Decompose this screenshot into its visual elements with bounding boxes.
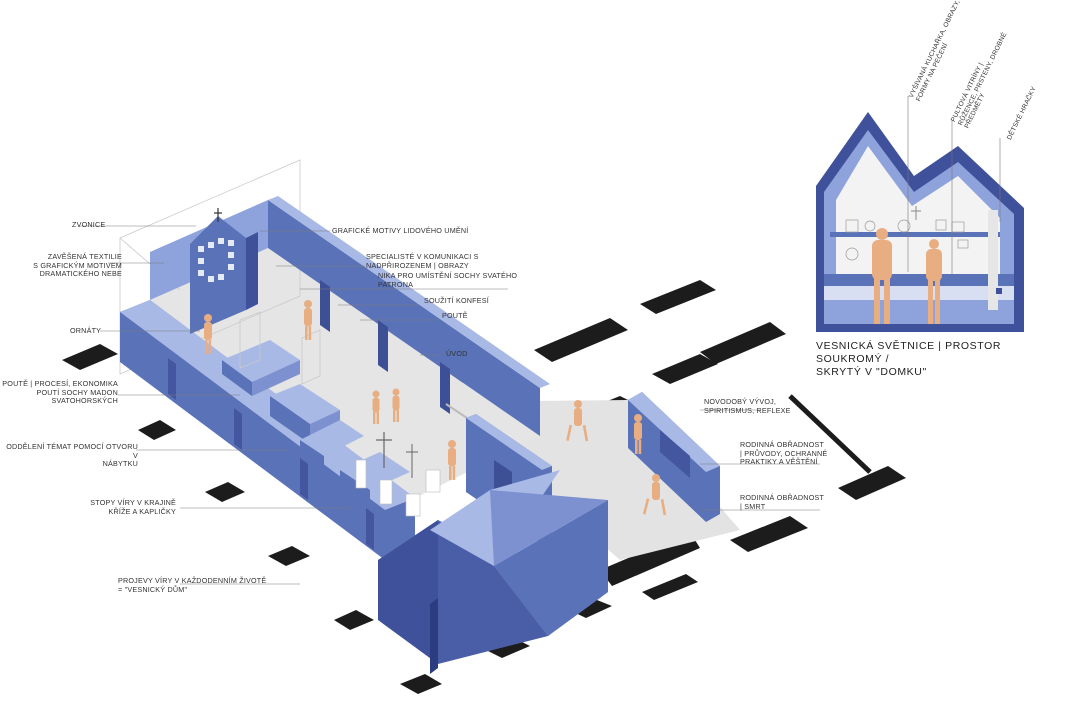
parlour-caption: VESNICKÁ SVĚTNICE | PROSTOR SOUKROMÝ / S…	[816, 340, 1002, 378]
hall-floor	[150, 248, 540, 498]
label-oddeleni: ODDĚLENÍ TÉMAT POMOCÍ OTVORU V NÁBYTKU	[6, 442, 138, 469]
label-zvonice: ZVONICE	[72, 220, 106, 229]
label-projevy: PROJEVY VÍRY V KAŽDODENNÍM ŽIVOTĚ = "VES…	[118, 576, 267, 594]
label-rodinna2: RODINNÁ OBŘADNOST | SMRT	[740, 493, 825, 511]
interior-furniture	[222, 311, 471, 517]
label-pouti: POUTĚ	[442, 311, 468, 320]
label-ornaty: ORNÁTY	[70, 326, 102, 335]
village-house	[378, 470, 608, 674]
label-textile: ZAVĚŠENÁ TEXTILIE S GRAFICKÝM MOTIVEM DR…	[33, 252, 122, 279]
parlour-section	[816, 96, 1024, 332]
label-graficke: GRAFICKÉ MOTIVY LIDOVÉHO UMĚNÍ	[332, 226, 469, 235]
visitor-figures	[204, 300, 667, 516]
label-pout: POUTĚ | PROCESÍ, EKONOMIKA POUTÍ SOCHY M…	[2, 379, 118, 406]
label-nika: NIKA PRO UMÍSTĚNÍ SOCHY SVATÉHO PATRONA	[378, 271, 518, 289]
leader-lines	[78, 225, 820, 585]
label-specialiste: SPECIALISTÉ V KOMUNIKACI S NADPŘIROZENEM…	[366, 252, 479, 270]
label-novodoby: NOVODOBÝ VÝVOJ, SPIRITISMUS, REFLEXE	[704, 397, 791, 415]
bell-tower	[190, 208, 258, 334]
label-souziti: SOUŽITÍ KONFESÍ	[424, 296, 489, 305]
label-rodinna1: RODINNÁ OBŘADNOST | PRŮVODY, OCHRANNÉ PR…	[740, 440, 828, 467]
label-uvod: ÚVOD	[446, 349, 468, 358]
label-stopy: STOPY VÍRY V KRAJINĚ KŘÍŽE A KAPLIČKY	[90, 498, 176, 516]
